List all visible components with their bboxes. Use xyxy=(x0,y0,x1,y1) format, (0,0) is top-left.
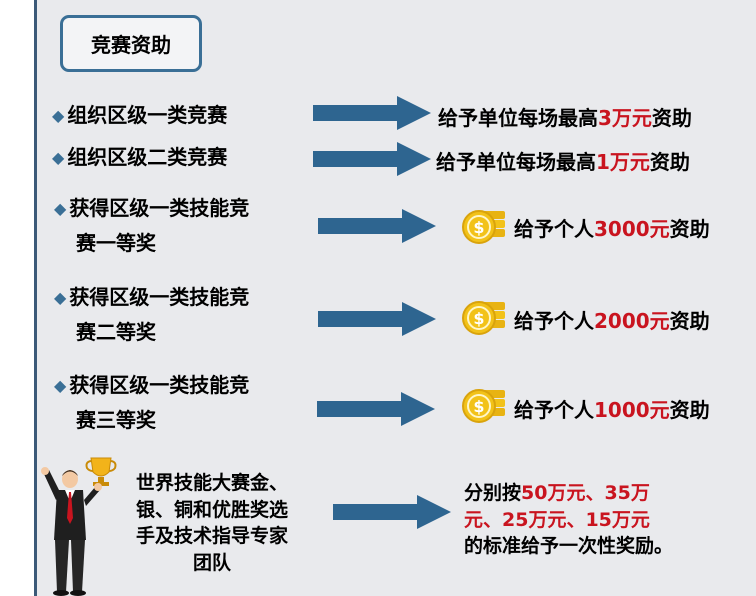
svg-text:$: $ xyxy=(473,218,484,237)
world-skills-amount-1: 50万元、35万 xyxy=(521,482,650,504)
row-5-label: ◆获得区级一类技能竞 赛三等奖 xyxy=(54,368,249,438)
row-1-label-line: 组织区级一类竞赛 xyxy=(67,103,228,127)
world-skills-label-line-1: 世界技能大赛金、 xyxy=(135,472,288,494)
world-skills-result-line-1: 分别按50万元、35万 xyxy=(464,480,714,507)
row-2-label-line: 组织区级二类竞赛 xyxy=(67,145,228,169)
row-5-result-post: 资助 xyxy=(669,398,710,422)
row-1-label: ◆组织区级一类竞赛 xyxy=(52,98,227,133)
section-title: 竞赛资助 xyxy=(60,15,202,72)
right-arrow-icon xyxy=(333,495,451,529)
gold-coin-icon: $ xyxy=(462,389,505,423)
row-5-amount: 1000元 xyxy=(594,398,670,422)
row-2-result: 给予单位每场最高1万元资助 xyxy=(436,146,690,175)
left-frame-border xyxy=(0,0,37,596)
diamond-bullet-icon: ◆ xyxy=(52,106,65,125)
gold-coin-icon: $ xyxy=(462,210,505,244)
row-3-result-post: 资助 xyxy=(669,217,710,241)
svg-text:$: $ xyxy=(473,309,484,328)
right-arrow-icon xyxy=(313,96,431,130)
row-2-result-pre: 给予单位每场最高 xyxy=(436,150,596,174)
row-1-result-post: 资助 xyxy=(651,106,692,130)
world-skills-label-line-3: 手及技术指导专家 xyxy=(135,525,288,548)
row-1-amount: 3万元 xyxy=(598,106,652,130)
row-4-label-line-1: 获得区级一类技能竞 xyxy=(69,285,250,309)
world-skills-label: 世界技能大赛金、 银、铜和优胜奖选 手及技术指导专家 团队 xyxy=(116,470,308,576)
trophy-person-icon xyxy=(41,457,117,596)
right-arrow-icon xyxy=(317,392,435,426)
row-1-result: 给予单位每场最高3万元资助 xyxy=(438,102,692,131)
world-skills-result-pre: 分别按 xyxy=(464,482,522,504)
section-title-text: 竞赛资助 xyxy=(91,33,171,57)
right-arrow-icon xyxy=(313,142,431,176)
row-4-result: 给予个人2000元资助 xyxy=(514,305,710,334)
row-5-label-line-1: 获得区级一类技能竞 xyxy=(69,373,250,397)
row-3-result-pre: 给予个人 xyxy=(514,217,594,241)
row-3-label-line-2: 赛一等奖 xyxy=(76,231,156,255)
world-skills-label-line-4: 团队 xyxy=(192,551,231,574)
row-4-label-line-2: 赛二等奖 xyxy=(76,320,156,344)
gold-coin-icon: $ xyxy=(462,301,505,335)
world-skills-label-line-2: 银、铜和优胜奖选 xyxy=(135,498,288,521)
world-skills-result-line-3: 的标准给予一次性奖励。 xyxy=(464,535,674,558)
svg-text:$: $ xyxy=(473,397,484,416)
row-2-result-post: 资助 xyxy=(649,150,690,174)
diamond-bullet-icon: ◆ xyxy=(54,199,67,218)
row-3-result: 给予个人3000元资助 xyxy=(514,213,710,242)
row-5-result-pre: 给予个人 xyxy=(514,398,594,422)
right-arrow-icon xyxy=(318,302,436,336)
row-3-label: ◆获得区级一类技能竞 赛一等奖 xyxy=(54,191,249,261)
diamond-bullet-icon: ◆ xyxy=(54,376,67,395)
row-4-result-pre: 给予个人 xyxy=(514,309,594,333)
row-4-label: ◆获得区级一类技能竞 赛二等奖 xyxy=(54,280,249,350)
world-skills-result: 分别按50万元、35万 元、25万元、15万元 的标准给予一次性奖励。 xyxy=(464,480,714,560)
row-5-result: 给予个人1000元资助 xyxy=(514,394,710,423)
row-5-label-line-2: 赛三等奖 xyxy=(76,408,156,432)
diamond-bullet-icon: ◆ xyxy=(52,148,65,167)
row-3-label-line-1: 获得区级一类技能竞 xyxy=(69,196,250,220)
right-arrow-icon xyxy=(318,209,436,243)
world-skills-amount-2: 元、25万元、15万元 xyxy=(464,508,650,531)
row-3-amount: 3000元 xyxy=(594,217,670,241)
row-2-label: ◆组织区级二类竞赛 xyxy=(52,140,227,175)
row-4-result-post: 资助 xyxy=(669,309,710,333)
row-2-amount: 1万元 xyxy=(596,150,650,174)
diamond-bullet-icon: ◆ xyxy=(54,288,67,307)
row-1-result-pre: 给予单位每场最高 xyxy=(438,106,598,130)
row-4-amount: 2000元 xyxy=(594,309,670,333)
